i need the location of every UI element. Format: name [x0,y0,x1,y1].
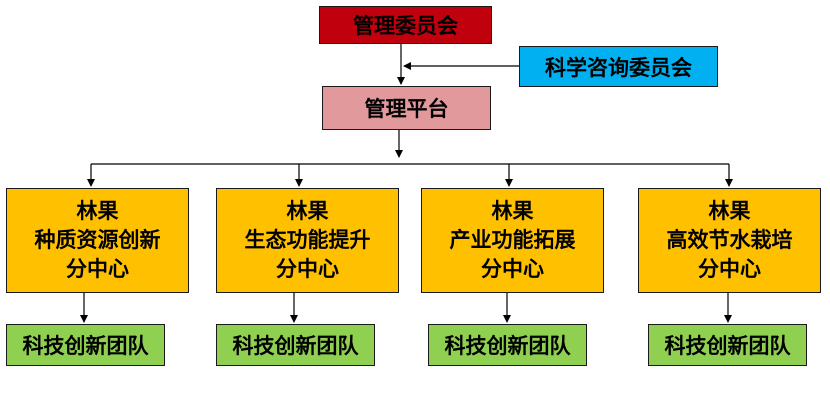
scientific-advisory-committee-box: 科学咨询委员会 [519,46,718,87]
center-line-3: 分中心 [276,257,339,281]
center-line-2: 生态功能提升 [244,228,371,252]
management-platform-box: 管理平台 [322,86,491,130]
innovation-team-box-4: 科技创新团队 [648,324,807,366]
center-line-1: 林果 [708,199,751,223]
center-industry-function: 林果 产业功能拓展 分中心 [421,188,604,293]
center-line-1: 林果 [286,199,329,223]
center-line-1: 林果 [491,199,534,223]
center-line-3: 分中心 [481,257,544,281]
center-line-2: 高效节水栽培 [666,228,793,252]
center-line-1: 林果 [76,199,119,223]
innovation-team-box-3: 科技创新团队 [428,324,587,366]
management-committee-box: 管理委员会 [319,6,492,44]
center-line-3: 分中心 [66,257,129,281]
center-water-saving-cultivation: 林果 高效节水栽培 分中心 [638,188,821,293]
center-line-3: 分中心 [698,257,761,281]
center-ecological-function: 林果 生态功能提升 分中心 [216,188,399,293]
center-line-2: 种质资源创新 [34,228,161,252]
center-germplasm-innovation: 林果 种质资源创新 分中心 [6,188,189,293]
center-line-2: 产业功能拓展 [449,228,576,252]
innovation-team-box-1: 科技创新团队 [6,324,165,366]
innovation-team-box-2: 科技创新团队 [216,324,375,366]
